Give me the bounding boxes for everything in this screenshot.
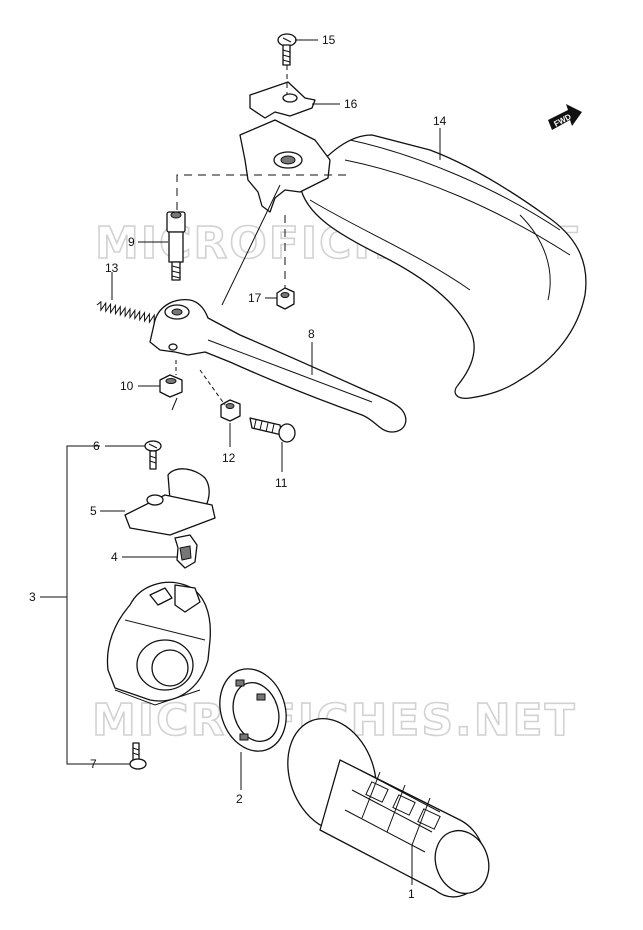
bolt-11 (249, 417, 296, 443)
callout-17: 17 (248, 291, 262, 305)
screw-7 (129, 742, 147, 770)
nut-12 (220, 399, 241, 422)
lever-holder (106, 581, 211, 706)
callout-12: 12 (222, 451, 236, 465)
callout-9: 9 (128, 235, 135, 249)
callout-6: 6 (93, 439, 100, 453)
pivot-bolt-9 (166, 211, 186, 281)
callout-10: 10 (120, 379, 134, 393)
callout-3: 3 (29, 590, 36, 604)
nut-10 (159, 374, 183, 398)
callout-8: 8 (308, 327, 315, 341)
callout-2: 2 (236, 792, 243, 806)
screw-15 (277, 33, 297, 66)
callout-5: 5 (90, 504, 97, 518)
callout-1: 1 (408, 887, 415, 901)
callout-13: 13 (105, 261, 119, 275)
hand-guard (299, 134, 587, 399)
callout-14: 14 (433, 114, 447, 128)
bracket-5 (124, 468, 216, 536)
callout-16: 16 (344, 97, 358, 111)
retainer-ring-2 (219, 668, 287, 752)
callout-11: 11 (275, 476, 288, 490)
callout-15: 15 (322, 33, 336, 47)
fwd-arrow-icon: FWD (548, 104, 582, 130)
clip-4 (174, 534, 198, 569)
nut-17 (276, 287, 295, 310)
callout-labels: 15 16 14 9 13 17 8 10 12 11 6 5 4 3 7 2 … (29, 33, 447, 901)
guard-mount-clamp (239, 81, 331, 213)
leader-lines (40, 39, 441, 885)
callout-7: 7 (90, 757, 97, 771)
callout-4: 4 (111, 550, 118, 564)
handlebar-grip (287, 717, 490, 898)
screw-6 (144, 440, 162, 470)
clutch-lever (149, 299, 407, 433)
